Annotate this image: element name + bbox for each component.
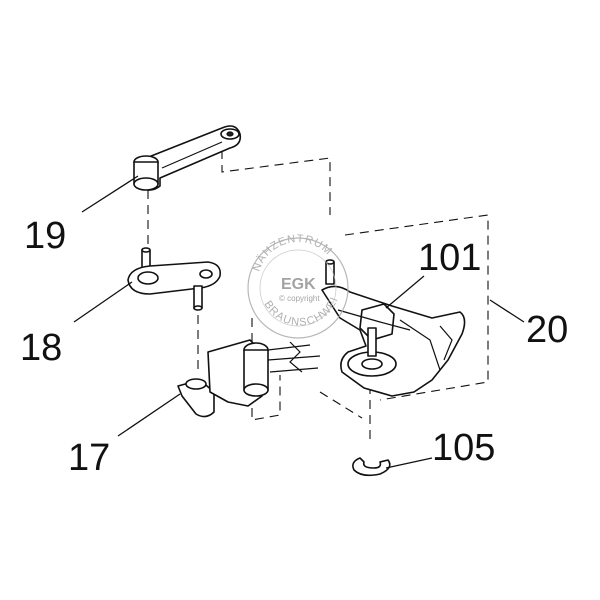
callout-17: 17	[68, 437, 110, 479]
part-19-lever	[133, 125, 242, 191]
dash-19-to-20	[221, 150, 331, 215]
callout-19: 19	[24, 215, 66, 257]
leader-105	[385, 457, 433, 469]
leader-19	[81, 175, 139, 213]
leader-18	[73, 281, 133, 323]
callout-101: 101	[418, 237, 481, 279]
part-17-bracket	[177, 339, 321, 418]
leader-20	[489, 299, 525, 323]
callout-105: 105	[432, 427, 495, 469]
stamp-copyright: © copyright	[279, 294, 320, 303]
callout-18: 18	[20, 327, 62, 369]
stamp-ring-top: NÄHZENTRUM	[251, 233, 335, 273]
leader-lines	[73, 175, 525, 469]
leader-101	[385, 275, 425, 309]
callout-20: 20	[526, 309, 568, 351]
leader-17	[117, 393, 181, 437]
callout-labels: 19 18 17 20 101 105	[20, 215, 568, 479]
dash-20-box	[344, 214, 489, 401]
dash-diagonal	[319, 391, 363, 419]
part-105-clip	[352, 457, 391, 477]
stamp-logo: EGK	[281, 276, 316, 293]
part-18-crank	[127, 247, 222, 311]
part-20-mechanism	[321, 259, 466, 397]
